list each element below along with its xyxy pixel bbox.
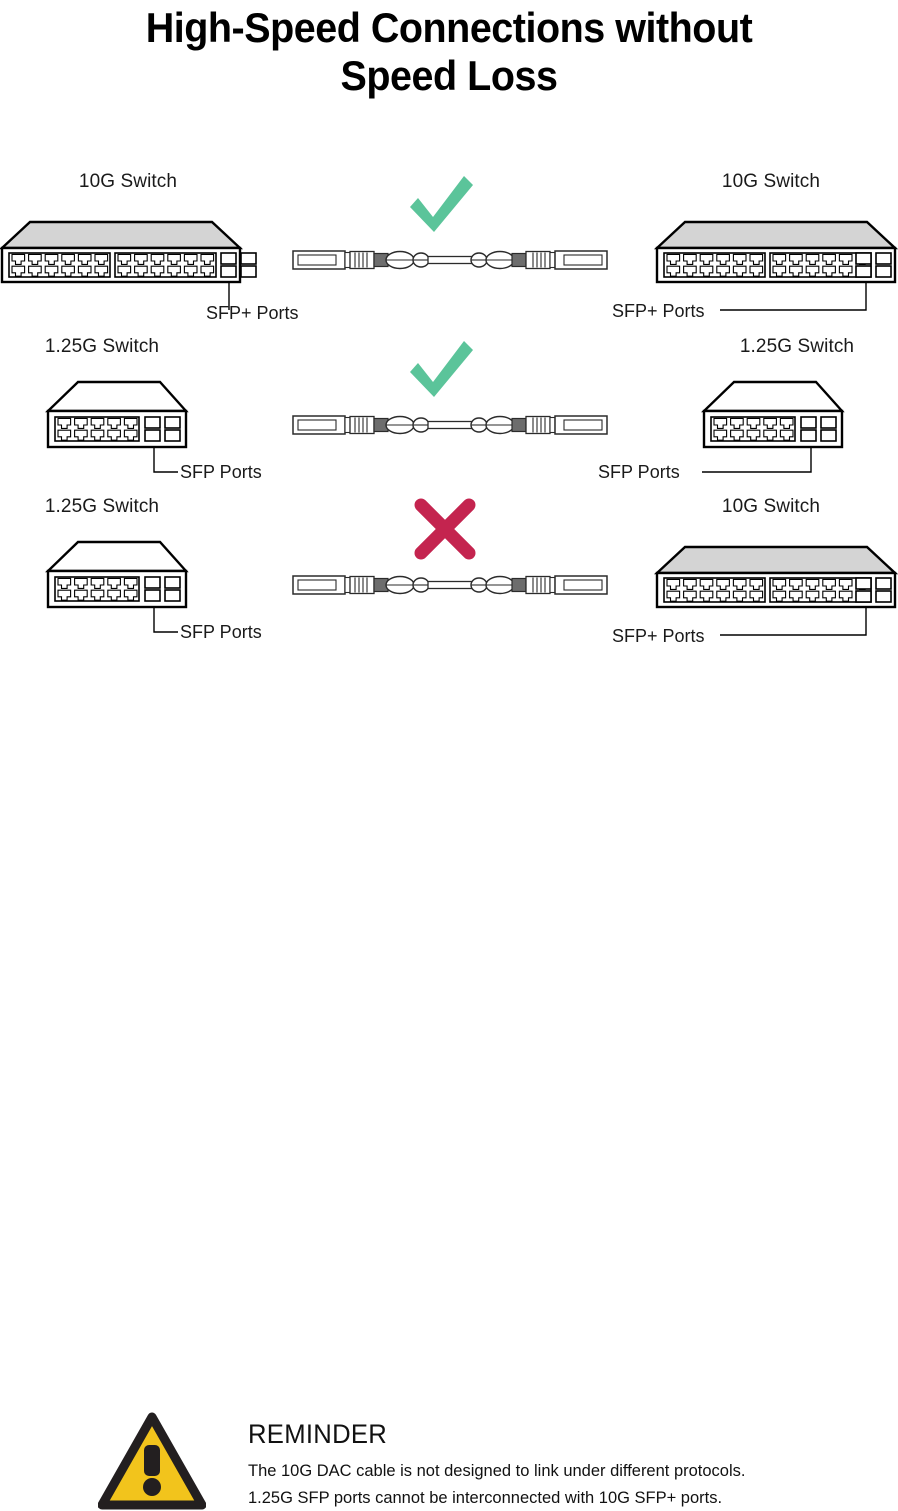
row-3-right-port-label: SFP+ Ports: [612, 626, 705, 646]
sfp-plus-port-group: [855, 577, 892, 603]
compatibility-diagram: 10G Switch: [0, 150, 898, 650]
connection-row-3: 1.25G Switch: [0, 495, 898, 655]
reminder-line-1: The 10G DAC cable is not designed to lin…: [248, 1461, 746, 1480]
row-2-right-port-label: SFP Ports: [598, 462, 680, 482]
sfp-port-group: [144, 416, 181, 442]
row-2-left-device-label: 1.25G Switch: [44, 336, 160, 357]
row-3-cable-group: [280, 495, 620, 655]
row-2-left-port-label: SFP Ports: [180, 462, 262, 482]
sfp-port-group: [144, 576, 181, 602]
connection-row-1: 10G Switch: [0, 170, 898, 330]
page-title-line-1: High-Speed Connections without: [145, 4, 753, 51]
switch-10g-illustration: [653, 545, 898, 636]
page-title-line-2: Speed Loss: [340, 52, 558, 99]
row-3-right-device-label: 10G Switch: [721, 496, 821, 517]
row-3-right-device-group: 10G Switch: [600, 495, 898, 655]
reminder-block: REMINDER The 10G DAC cable is not design…: [0, 700, 898, 1510]
reminder-text-group: REMINDER The 10G DAC cable is not design…: [248, 1418, 888, 1511]
row-3-left-device-group: 1.25G Switch: [0, 495, 300, 655]
row-2-right-device-label: 1.25G Switch: [739, 336, 855, 357]
warning-triangle-icon: [98, 1412, 206, 1510]
page-title: High-Speed Connections without Speed Los…: [0, 0, 898, 100]
switch-125g-illustration: [45, 540, 189, 633]
connection-row-2: 1.25G Switch: [0, 335, 898, 495]
cross-icon: [414, 498, 476, 560]
check-icon: [410, 176, 473, 232]
row-2-right-device-group: 1.25G Switch: [598, 335, 898, 495]
row-3-left-device-label: 1.25G Switch: [44, 496, 160, 517]
row-1-left-device-label: 10G Switch: [78, 171, 178, 192]
row-1-left-port-label: SFP+ Ports: [206, 303, 299, 323]
row-1-cable-group: [280, 170, 620, 330]
switch-125g-illustration: [45, 380, 189, 473]
row-1-right-device-label: 10G Switch: [721, 171, 821, 192]
sfp-port-group: [800, 416, 837, 442]
switch-10g-illustration: [0, 220, 257, 310]
reminder-line-2: 1.25G SFP ports cannot be interconnected…: [248, 1488, 723, 1507]
switch-10g-illustration: [653, 220, 898, 311]
row-1-left-device-group: 10G Switch: [0, 170, 300, 330]
check-icon: [410, 341, 473, 397]
row-3-left-port-label: SFP Ports: [180, 622, 262, 642]
dac-cable-illustration: [292, 575, 608, 595]
row-1-right-device-group: 10G Switch: [600, 170, 898, 330]
dac-cable-illustration: [292, 415, 608, 435]
reminder-title: REMINDER: [248, 1419, 388, 1449]
sfp-plus-port-group: [855, 252, 892, 278]
sfp-plus-port-group: [220, 252, 257, 278]
row-2-left-device-group: 1.25G Switch: [0, 335, 300, 495]
row-1-right-port-label: SFP+ Ports: [612, 301, 705, 321]
switch-125g-illustration: [701, 380, 845, 473]
row-2-cable-group: [280, 335, 620, 495]
dac-cable-illustration: [292, 250, 608, 270]
